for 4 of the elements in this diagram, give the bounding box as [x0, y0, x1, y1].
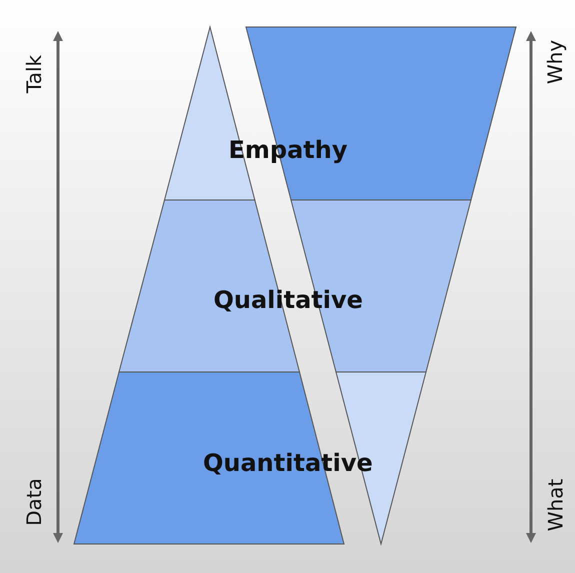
- axis-label: Why: [545, 40, 566, 84]
- axis-label: What: [544, 478, 565, 532]
- axis-label: Data: [24, 478, 44, 526]
- axis-label: Talk: [24, 54, 44, 94]
